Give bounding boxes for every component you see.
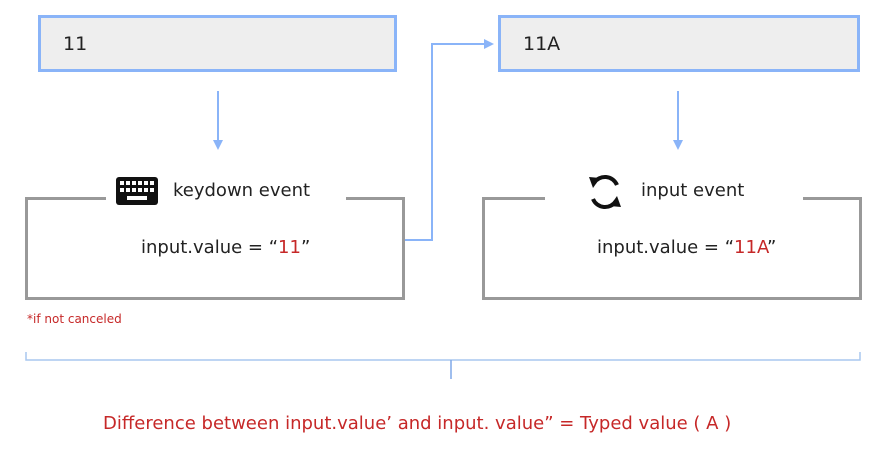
input-event-label: input event: [641, 180, 745, 201]
keyboard-icon: [116, 177, 158, 205]
keydown-value-prefix: input.value = “: [141, 237, 279, 258]
input-field-before-value: 11: [63, 32, 88, 55]
keydown-event-label: keydown event: [173, 180, 311, 201]
keydown-value-line: input.value = “11”: [141, 237, 310, 258]
keydown-box-top-border-left: [25, 197, 106, 200]
arrow-keydown-to-field: [405, 39, 494, 241]
keydown-value-suffix: ”: [300, 237, 311, 258]
input-field-after: 11A: [498, 15, 860, 72]
bottom-brace: [25, 352, 861, 361]
input-value-line: input.value = “11A”: [597, 237, 776, 258]
input-event-box: [482, 197, 862, 300]
keydown-box-top-border-right: [346, 197, 405, 200]
keydown-value-highlight: 11: [278, 237, 301, 258]
difference-summary: Difference between input.value’ and inpu…: [103, 413, 732, 434]
sync-icon: [589, 175, 621, 209]
input-box-top-border-left: [482, 197, 545, 200]
input-box-top-border-right: [803, 197, 862, 200]
input-value-suffix: ”: [767, 237, 777, 258]
input-value-prefix: input.value = “: [597, 237, 735, 258]
input-value-highlight: 11A: [734, 237, 768, 258]
not-canceled-note: *if not canceled: [27, 312, 122, 326]
keydown-event-box: [25, 197, 405, 300]
input-field-before: 11: [38, 15, 397, 72]
input-field-after-value: 11A: [523, 32, 561, 55]
